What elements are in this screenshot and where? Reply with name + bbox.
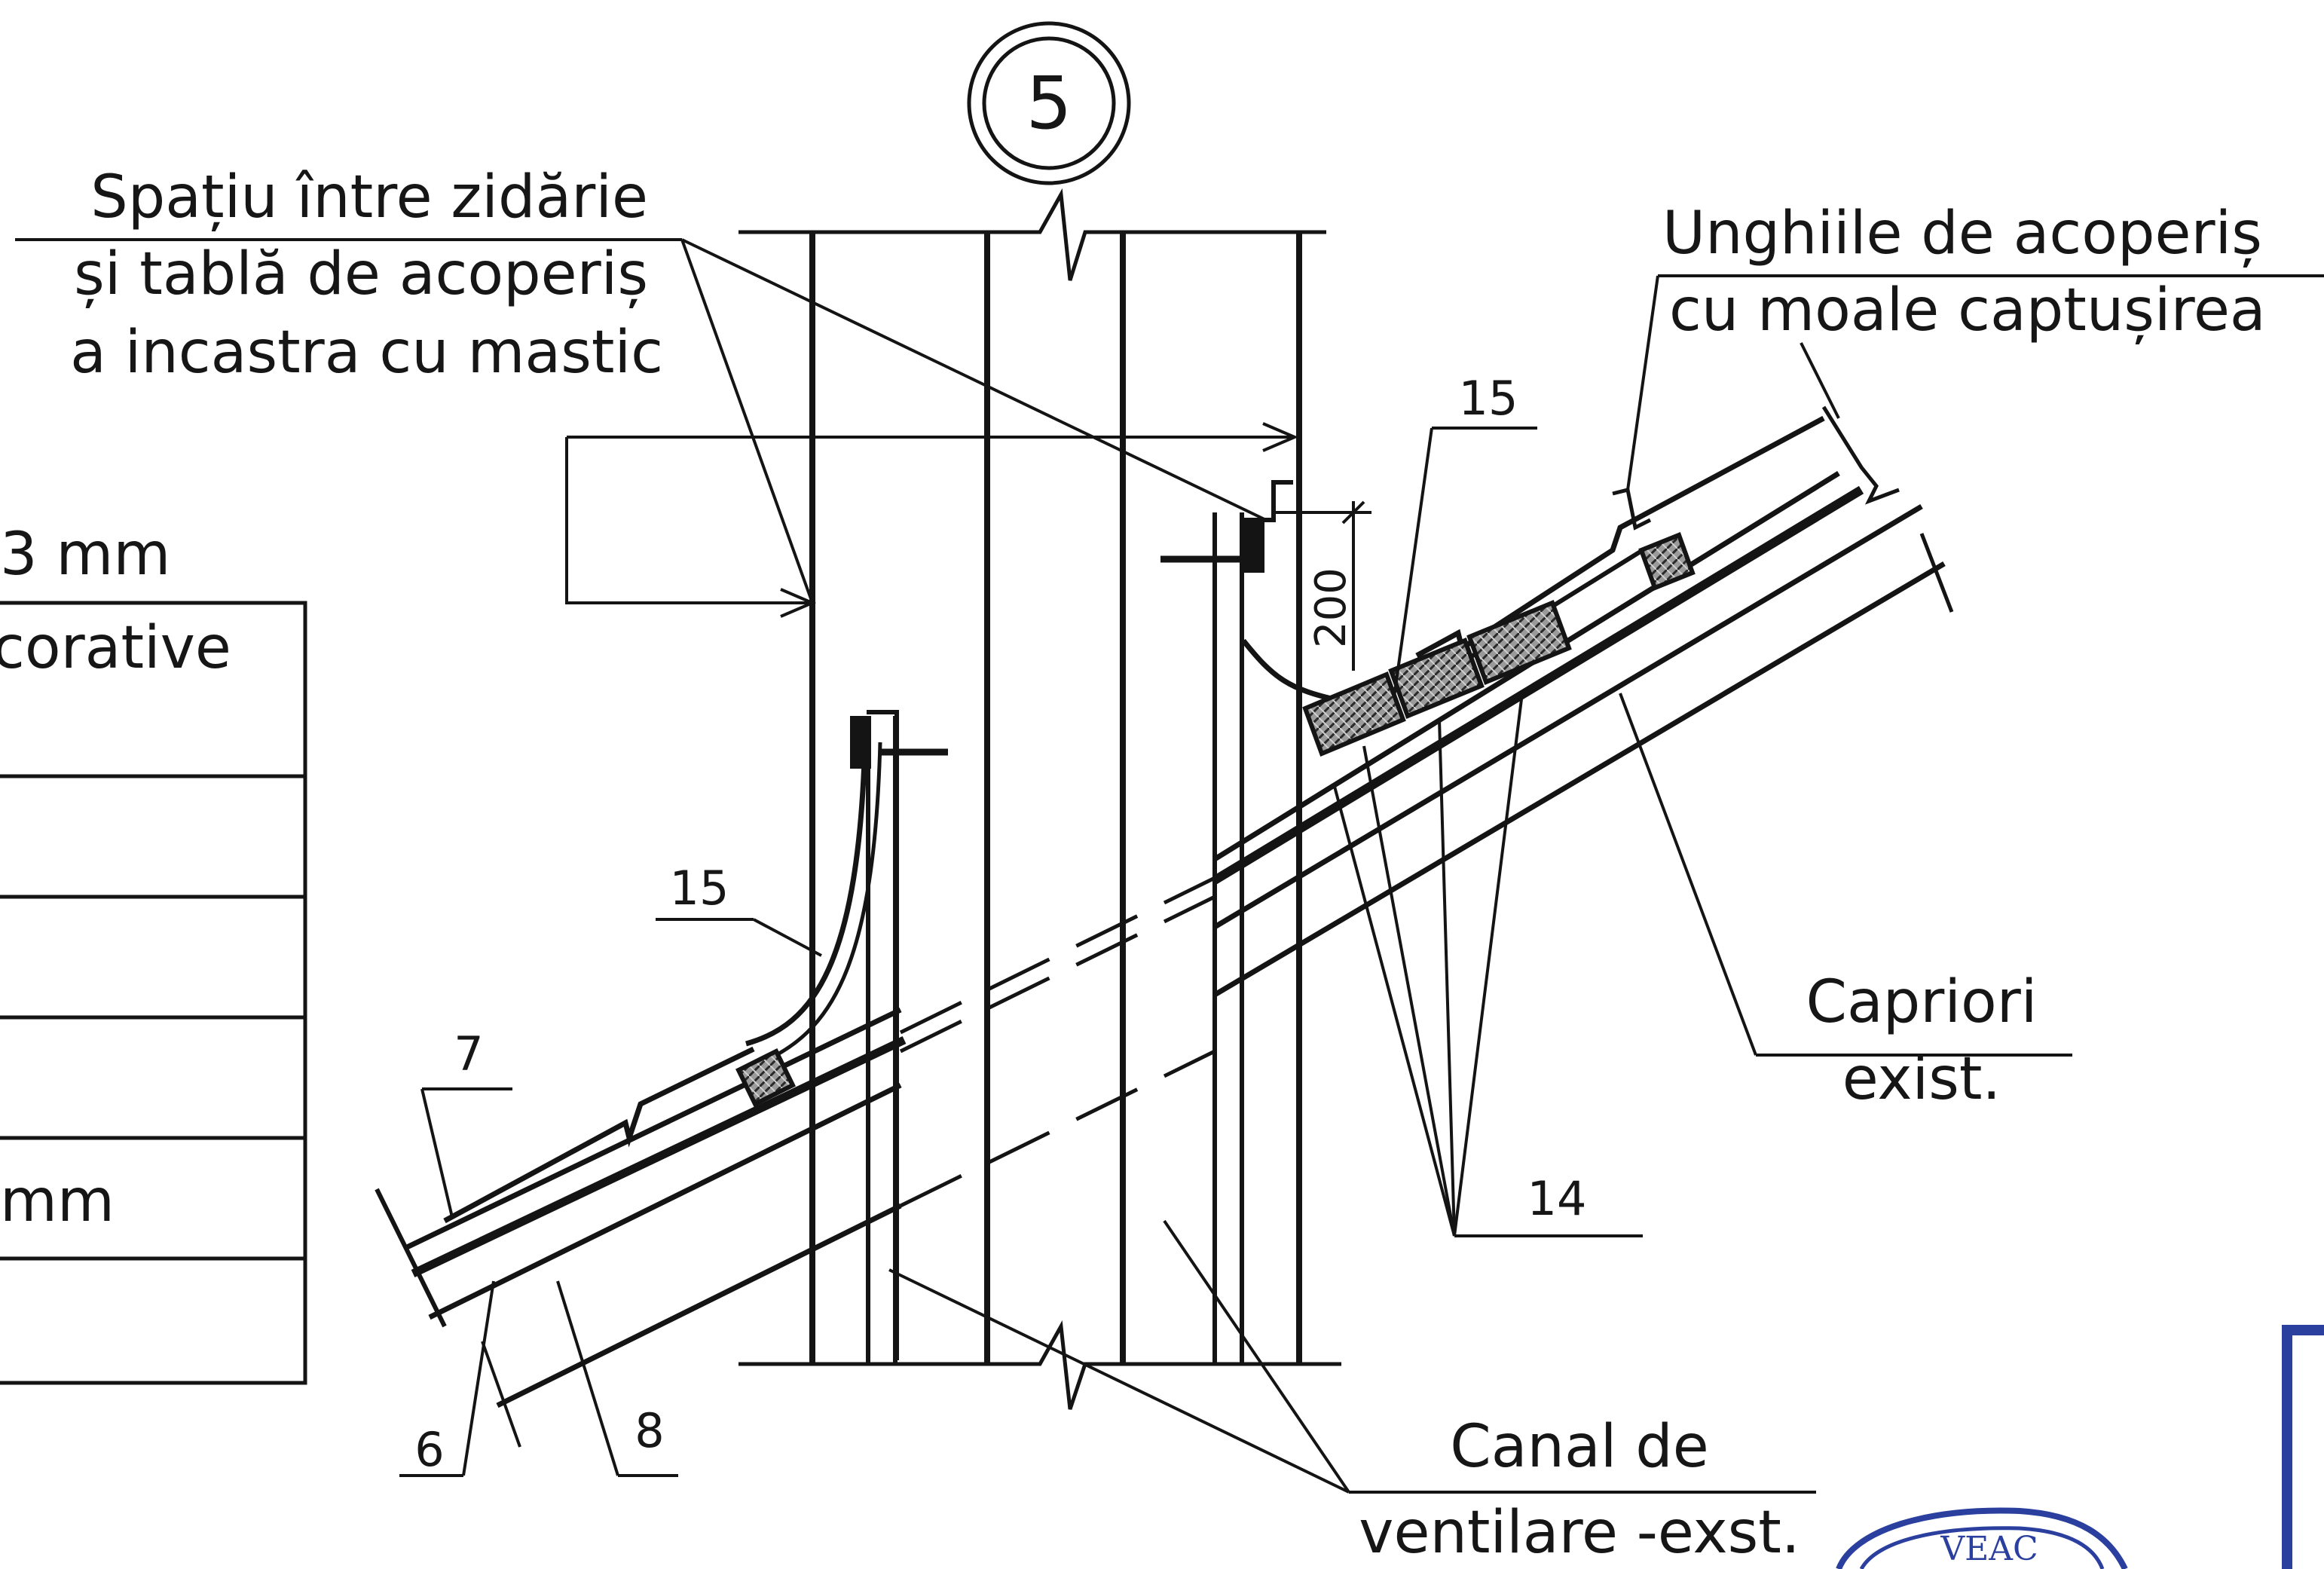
- blue-frame-fragment: [2282, 1325, 2324, 1569]
- axis-marker-label: 5: [1026, 61, 1072, 145]
- item-number-14: 14: [1527, 1171, 1587, 1226]
- callout-gap-line1: Spațiu între zidărie: [90, 164, 648, 231]
- callout-gap-line2: și tablă de acoperiș: [74, 240, 648, 308]
- callout-rafters-line1: Capriori: [1806, 968, 2038, 1036]
- legend-row-decorative: corative: [0, 614, 231, 682]
- stamp-text: VEAC: [1940, 1530, 2038, 1568]
- item-number-7: 7: [454, 1026, 483, 1081]
- insulation-blocks-right: [1302, 532, 1696, 757]
- leader-lines: [15, 238, 2324, 1494]
- legend-table: [0, 601, 307, 1385]
- callout-corners-line2: cu moale captușirea: [1669, 277, 2266, 344]
- blue-stamp: VEAC: [1836, 1507, 2128, 1569]
- vent-channel-lines: [899, 876, 1216, 1208]
- dimension-200: [1272, 500, 1371, 671]
- legend-row-mm: mm: [0, 1167, 115, 1235]
- callout-vent-line1: Canal de: [1450, 1413, 1708, 1481]
- item-number-6: 6: [414, 1422, 444, 1477]
- roof-slope-left: [375, 710, 948, 1408]
- roof-slope-right: [1160, 405, 1954, 998]
- callout-gap-line3: a incastra cu mastic: [70, 319, 663, 387]
- callout-vent-line2: ventilare -exst.: [1359, 1499, 1800, 1567]
- break-lines: [738, 188, 1341, 1410]
- axis-marker: 5: [967, 21, 1131, 185]
- dimension-200-label: 200: [1307, 567, 1356, 648]
- insulation-block-left: [735, 1048, 797, 1108]
- chimney-walls: [809, 232, 1302, 1364]
- callout-rafters-line2: exist.: [1842, 1045, 2001, 1113]
- legend-row-thickness: 3 mm: [0, 521, 170, 589]
- item-number-15-left: 15: [670, 861, 729, 916]
- item-number-8: 8: [635, 1403, 664, 1458]
- callout-corners-line1: Unghiile de acoperiș: [1662, 200, 2262, 268]
- item-number-15-right: 15: [1459, 371, 1518, 426]
